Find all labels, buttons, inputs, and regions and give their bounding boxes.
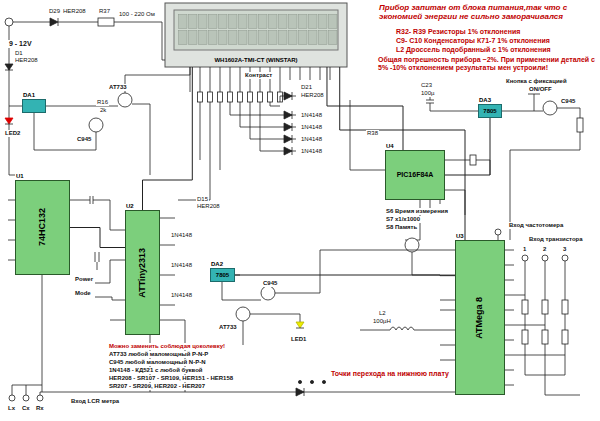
component-label: 1N4148	[170, 292, 193, 299]
component-label: HER208	[196, 203, 221, 210]
component-label: LED1	[290, 336, 307, 343]
component-label: R16	[96, 99, 109, 106]
chip-name: 7805	[216, 272, 229, 279]
component-label: ON/OFF	[528, 86, 553, 93]
component-label: Вход транзистора	[528, 236, 584, 243]
chip-box: U174HC132	[15, 180, 70, 275]
component-label: LED2	[4, 130, 21, 137]
part-designator: DA2	[211, 261, 223, 268]
part-designator: U2	[126, 203, 134, 210]
part-designator: U4	[386, 143, 394, 150]
note-text: Точки перехода на нижнюю плату	[330, 370, 450, 378]
component-label: S7 x1/x1000	[385, 216, 421, 223]
component-label: 3	[562, 246, 567, 253]
component-label: C945	[560, 98, 576, 105]
component-label: Mode	[74, 290, 92, 297]
component-label: 1	[522, 246, 527, 253]
component-label: Power	[74, 276, 94, 283]
component-label: Вход частотомера	[508, 222, 564, 229]
note-text: L2 Дроссель подобранный с 1% отклонения	[395, 46, 552, 54]
regulator-box: DA27805	[210, 268, 235, 282]
component-label: Контраст	[244, 72, 273, 79]
wire-connector	[70, 228, 125, 248]
component-label: Кнопка с фиксацией	[505, 78, 568, 85]
component-label: Вход LCR метра	[70, 398, 120, 405]
component-label: 100 - 220 Ом	[118, 11, 156, 18]
component-label: 9 - 12V	[8, 40, 33, 48]
chip-box: U3ATMega 8	[455, 240, 505, 395]
component-label: 1N4148 - КД521 с любой буквой	[108, 367, 203, 374]
title: Прибор запитан от блока питания,так что …	[378, 4, 598, 22]
component-label: HER208	[62, 8, 87, 15]
note-text: Можно заменить соблюдая цоколевку!	[108, 343, 226, 350]
component-label: 1N4148	[300, 112, 323, 119]
note-text: Общая погрешность прибора ~2%. При приме…	[377, 56, 597, 71]
chip-box: U4PIC16F84A	[385, 150, 445, 200]
component-label: C945	[76, 136, 92, 143]
component-label: 1N4148	[300, 148, 323, 155]
component-label: Cx	[21, 405, 31, 412]
chip-box: U2ATTiny2313	[125, 210, 160, 335]
part-designator: U3	[456, 233, 464, 240]
wire-connector	[445, 118, 490, 175]
component-label: AT733 любой маломощный P-N-P	[108, 351, 209, 358]
component-label: C23	[420, 82, 433, 89]
chip-name: ATMega 8	[475, 297, 485, 339]
component-label: SR207 - SR209, HER202 - HER207	[108, 383, 206, 390]
part-designator: DA3	[479, 97, 491, 104]
component-label: AT733	[108, 84, 128, 91]
component-label: 2	[542, 246, 547, 253]
component-label: 1N4148	[170, 262, 193, 269]
part-designator: U1	[16, 173, 24, 180]
component-label: 100µ	[420, 90, 435, 97]
component-label: D15	[196, 196, 209, 203]
component-label: 1N4148	[300, 124, 323, 131]
component-label: D29	[48, 8, 61, 15]
wire-connector	[235, 275, 455, 277]
component-label: 2k	[99, 107, 107, 114]
wire-connector	[327, 67, 403, 150]
component-label: AT733	[218, 324, 238, 331]
component-label: 100µH	[372, 318, 392, 325]
component-label: HER208	[14, 57, 39, 64]
wire-connector	[143, 67, 193, 210]
note-text: C9- C10 Конденсаторы К71-7 1% отклонения	[395, 37, 551, 45]
regulator-box: DA1	[22, 99, 46, 113]
component-label: C945 любой маломощный N-P-N	[108, 359, 206, 366]
chip-name: PIC16F84A	[397, 171, 434, 179]
component-label: D1	[14, 50, 24, 57]
component-label: Rx	[35, 405, 45, 412]
component-label: L2	[378, 310, 387, 317]
component-label: 1N4148	[300, 136, 323, 143]
regulator-box: DA37805	[478, 104, 502, 118]
display-model: WH1602A-TMI-CT (WINSTAR)	[212, 57, 299, 64]
component-label: R37	[98, 8, 111, 15]
component-label: C945	[262, 280, 278, 287]
part-designator: DA1	[23, 92, 35, 99]
component-label: S8 Память	[385, 224, 418, 231]
chip-name: 74HC132	[38, 208, 48, 246]
component-label: HER208 - SR107 - SR109, HER151 - HER158	[108, 375, 234, 382]
chip-name: ATTiny2313	[138, 248, 148, 298]
component-label: D21	[300, 84, 313, 91]
component-label: 1N4148	[170, 232, 193, 239]
wire-connector	[340, 67, 465, 240]
note-text: R32- R39 Резисторы 1% отклонения	[395, 28, 521, 36]
component-label: Lx	[7, 405, 16, 412]
component-label: R38	[366, 130, 379, 137]
component-label: HER208	[300, 92, 325, 99]
chip-name: 7805	[483, 108, 496, 115]
lcd-display: WH1602A-TMI-CT (WINSTAR)	[165, 3, 347, 67]
component-label: S6 Время измерения	[385, 208, 449, 215]
